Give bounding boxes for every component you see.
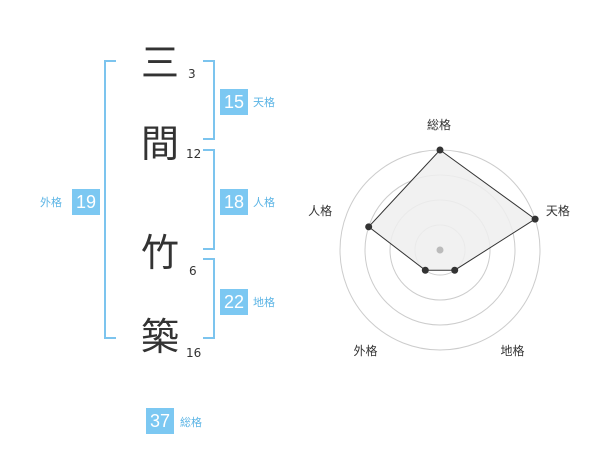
radar-axis-label-0: 総格	[427, 118, 452, 132]
radar-axis-label-1: 天格	[545, 204, 570, 219]
soukaku-value: 37	[146, 408, 174, 434]
soukaku-label: 総格	[180, 416, 202, 429]
tenkaku-label: 天格	[253, 96, 275, 109]
gaikaku-label: 外格	[40, 196, 62, 209]
tenkaku-bracket	[203, 60, 215, 140]
name-char-2: 間	[140, 122, 179, 166]
radar-point-1	[531, 215, 539, 223]
name-char-4: 築	[140, 315, 179, 359]
stroke-count-2: 12	[186, 147, 202, 161]
radar-point-2	[451, 266, 459, 274]
gaikaku-bracket	[104, 60, 116, 339]
chikaku-label: 地格	[253, 296, 275, 309]
radar-svg	[339, 146, 541, 351]
radar-axis-label-2: 地格	[500, 344, 525, 359]
radar-center-dot	[436, 246, 444, 254]
stroke-count-4: 16	[186, 346, 202, 360]
name-char-1: 三	[140, 41, 179, 85]
chikaku-bracket	[203, 258, 215, 339]
jinkaku-label: 人格	[253, 196, 275, 209]
stroke-count-1: 3	[188, 67, 196, 81]
tenkaku-value: 15	[220, 89, 248, 115]
chikaku-value: 22	[220, 289, 248, 315]
jinkaku-value: 18	[220, 189, 248, 215]
radar-axis-label-3: 外格	[353, 344, 378, 359]
name-char-3: 竹	[140, 231, 179, 275]
radar-series-polygon	[367, 149, 536, 271]
radar-chart	[300, 110, 580, 390]
radar-point-4	[365, 223, 373, 231]
radar-point-3	[421, 266, 429, 274]
gaikaku-value: 19	[72, 189, 100, 215]
radar-point-0	[436, 146, 444, 154]
jinkaku-bracket	[203, 149, 215, 250]
stroke-count-3: 6	[189, 264, 197, 278]
radar-axis-label-4: 人格	[308, 204, 333, 219]
